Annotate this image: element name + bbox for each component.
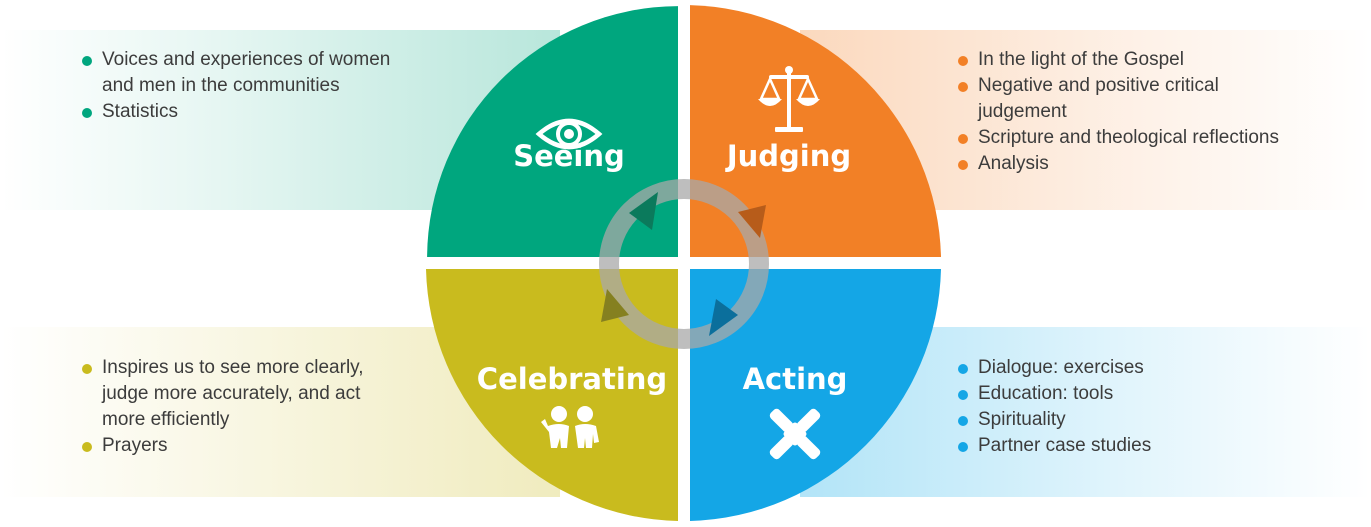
celebrating-quadrant [426,269,678,521]
eye-icon [535,118,603,150]
judging-label: Judging [725,139,851,173]
judging-quadrant [690,5,941,257]
list-item: Dialogue: exercises [958,355,1318,381]
judging-list: In the light of the Gospel Negative and … [958,47,1358,177]
acting-list: Dialogue: exercises Education: tools Spi… [958,355,1318,459]
acting-quadrant [690,269,941,521]
list-item: Statistics [82,99,442,125]
list-item: Scripture and theological reflections [958,125,1358,151]
cycle-arrow-celebrating [601,289,629,322]
cycle-ring [599,179,769,349]
list-item: Inspires us to see more clearly,judge mo… [82,355,422,433]
celebrating-list: Inspires us to see more clearly,judge mo… [82,355,422,459]
acting-label: Acting [743,362,848,396]
joined-hands-icon [769,408,821,460]
seeing-label: Seeing [513,139,625,173]
list-item: Spirituality [958,407,1318,433]
children-icon [541,406,599,448]
list-item: Partner case studies [958,433,1318,459]
cycle-arrow-judging [738,205,766,238]
scales-icon [758,66,820,132]
celebrating-label: Celebrating [477,362,667,396]
list-item: Analysis [958,151,1358,177]
list-item: In the light of the Gospel [958,47,1358,73]
cycle-arrow-acting [709,299,738,336]
list-item: Prayers [82,433,422,459]
list-item: Education: tools [958,381,1318,407]
cycle-arrow-seeing [629,192,658,230]
seeing-quadrant [427,6,678,257]
